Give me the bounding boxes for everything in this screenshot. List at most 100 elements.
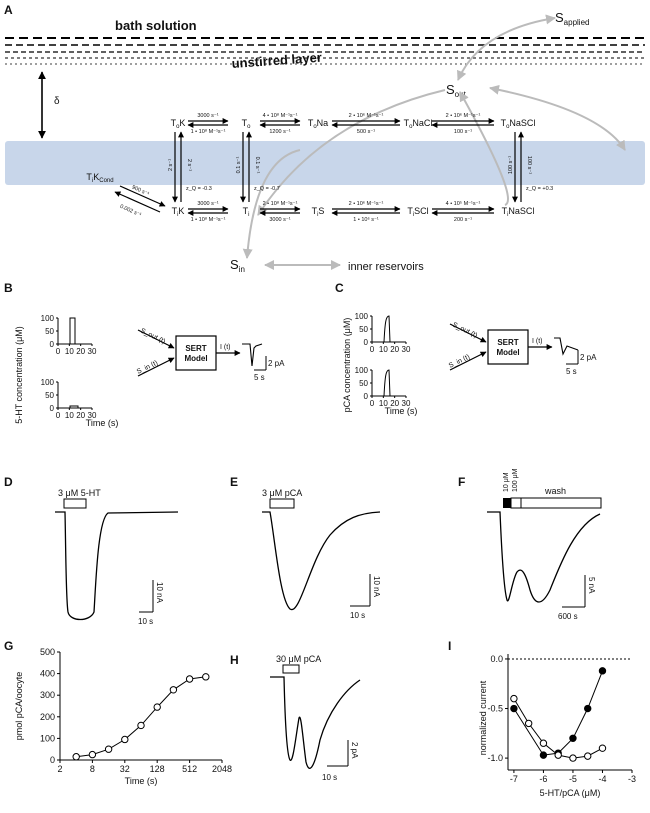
panel-f-scale-x-label: 600 s (558, 612, 578, 621)
s-out-input-arrow (137, 329, 175, 349)
i-xtick-label: -5 (569, 774, 577, 784)
i-xtick-label: -7 (510, 774, 518, 784)
i-ytick-label: 0.0 (490, 654, 503, 664)
top-ytick-label: 100 (355, 312, 369, 321)
i-xtick-label: -3 (628, 774, 636, 784)
vertical-rate-left-1: 0.1 s⁻¹ (236, 157, 242, 174)
top-ytick-label: 50 (359, 325, 368, 334)
top-rate-lower-1: 1200 s⁻¹ (269, 129, 290, 135)
panel-f-stimulus-10um: 10 μM (503, 472, 510, 492)
top-xtick-label: 10 (65, 347, 74, 356)
model-current-trace (554, 337, 579, 356)
top-rate-lower-3: 100 s⁻¹ (454, 129, 472, 135)
inward-state-4: TiNaSCl (502, 206, 535, 218)
panel-f-bar-100um (510, 497, 522, 509)
panel-b-letter: B (4, 281, 13, 295)
g-xtick-label: 8 (90, 764, 95, 774)
delta-label: δ (54, 96, 60, 107)
sert-model-box (487, 329, 529, 365)
outward-state-4: ToNaSCl (501, 118, 536, 130)
top-rate-lower-2: 500 s⁻¹ (357, 129, 375, 135)
panel-f-letter: F (458, 475, 465, 489)
vertical-rate-right-2: 100 s⁻¹ (526, 156, 532, 174)
model-scale-y-label: 2 pA (268, 359, 285, 368)
membrane-band (5, 141, 645, 185)
sert-model-box (175, 335, 217, 371)
bath-solution-label: bath solution (115, 18, 197, 33)
panel-h-current-trace (270, 676, 361, 769)
bottom-xtick-label: 10 (379, 399, 388, 408)
top-xtick-label: 20 (76, 347, 85, 356)
g-ytick-label: 500 (40, 647, 55, 657)
bottom-input-trace (372, 369, 406, 397)
top-input-trace (58, 317, 92, 345)
s-in-input-arrow (137, 357, 175, 377)
vertical-rate-left-0: 2 s⁻¹ (168, 159, 174, 171)
i-data-point-filled (598, 667, 607, 675)
g-data-point (137, 721, 145, 730)
panel-f-current-trace (487, 511, 601, 603)
top-ytick-label: 0 (50, 340, 55, 349)
g-xlabel: Time (s) (125, 776, 158, 786)
panel-c-xlabel: Time (s) (385, 406, 418, 416)
bottom-ytick-label: 0 (50, 404, 55, 413)
panel-e-scale-x-label: 10 s (350, 611, 365, 620)
bottom-rate-lower-0: 1 • 10⁸ M⁻¹s⁻¹ (191, 216, 226, 223)
grey-transport-arrows (242, 14, 626, 270)
panel-a: A bath solution unstirred layer δ Sappli… (4, 3, 645, 274)
g-series-line (76, 676, 206, 758)
g-ytick-label: 200 (40, 712, 55, 722)
sert-model-label-1: SERT (497, 338, 518, 347)
bottom-ytick-label: 100 (355, 366, 369, 375)
panel-b-xlabel: Time (s) (86, 418, 119, 428)
g-data-point (185, 675, 194, 683)
bottom-rate-lower-1: 3000 s⁻¹ (269, 217, 290, 223)
top-ytick-label: 50 (45, 327, 54, 336)
i-data-point-open (598, 744, 607, 752)
current-label: I (t) (532, 338, 543, 345)
top-rate-upper-1: 4 • 10⁸ M⁻¹s⁻¹ (263, 112, 298, 119)
panel-d-scale-y-label: 10 nA (155, 582, 164, 604)
top-input-trace (372, 315, 406, 343)
g-data-point (121, 735, 129, 744)
outward-state-0: ToK (171, 118, 186, 130)
i-data-point-filled (584, 704, 592, 713)
panel-f-bar-10um (503, 498, 511, 508)
i-data-point-open (584, 752, 592, 760)
g-data-point (153, 703, 161, 711)
cond-reverse-arrow (114, 191, 161, 213)
cond-state: TiKCond (86, 172, 113, 184)
unstirred-layer-label: unstirred layer (231, 50, 322, 71)
top-ytick-label: 0 (364, 338, 369, 347)
g-data-point (169, 686, 178, 694)
model-current-trace (242, 343, 263, 367)
bottom-ytick-label: 100 (41, 378, 55, 387)
panel-d-current-trace (55, 511, 179, 621)
g-data-point (202, 673, 210, 681)
i-data-point-open (569, 754, 577, 762)
top-rate-upper-0: 3000 s⁻¹ (197, 113, 218, 119)
i-ytick-label: -0.5 (487, 704, 503, 714)
sert-model-label-2: Model (184, 354, 207, 363)
bottom-ytick-label: 0 (364, 392, 369, 401)
panel-d-stimulus-bar (63, 498, 87, 509)
model-scale-x-label: 5 s (254, 373, 265, 382)
panel-d: D 3 μM 5-HT 10 nA 10 s (4, 475, 179, 626)
i-data-point-open (510, 694, 518, 703)
unstirred-layer-lines (5, 37, 645, 65)
top-xtick-label: 30 (88, 347, 97, 356)
g-ylabel: pmol pCA/oocyte (14, 672, 24, 741)
bottom-rate-upper-0: 3000 s⁻¹ (197, 201, 218, 207)
sert-model-label-2: Model (496, 348, 519, 357)
outward-state-2: ToNa (308, 118, 328, 130)
inward-state-1: Ti (243, 206, 250, 218)
panel-d-scale-x-label: 10 s (138, 617, 153, 626)
inward-state-0: TiK (172, 206, 185, 218)
bottom-xtick-label: 30 (88, 411, 97, 420)
cond-forward-arrow (119, 185, 166, 207)
inward-state-2: TiS (312, 206, 325, 218)
